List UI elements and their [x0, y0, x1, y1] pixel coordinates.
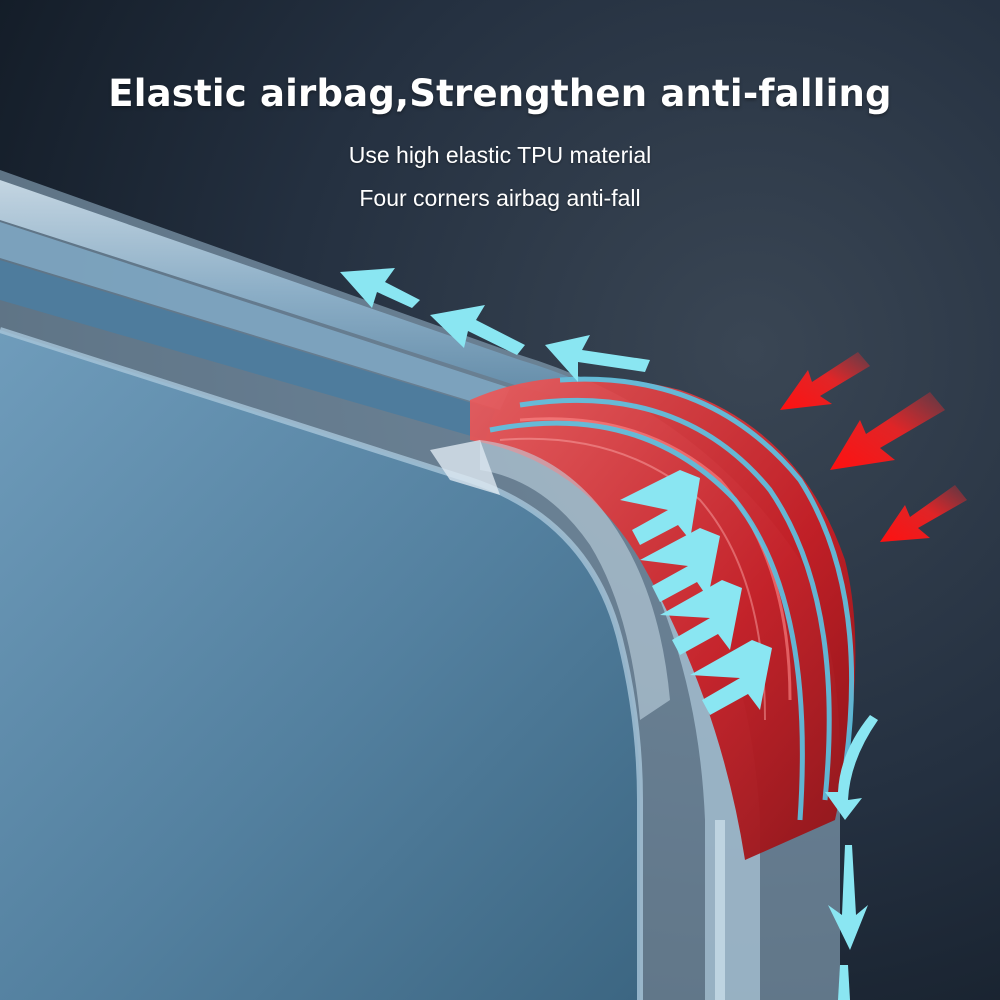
phone-screen [0, 330, 640, 1000]
case-top-rail [0, 180, 600, 410]
feature-line-tpu: Use high elastic TPU material [348, 142, 652, 168]
page-title: Elastic airbag,Strengthen anti-falling [108, 72, 892, 115]
airbag-corner [470, 377, 856, 860]
impact-arrow-icon [780, 352, 967, 542]
dispersion-arrow-icon [340, 268, 878, 1000]
feature-line-airbag: Four corners airbag anti-fall [359, 185, 641, 211]
shock-wave-icon [489, 376, 855, 821]
